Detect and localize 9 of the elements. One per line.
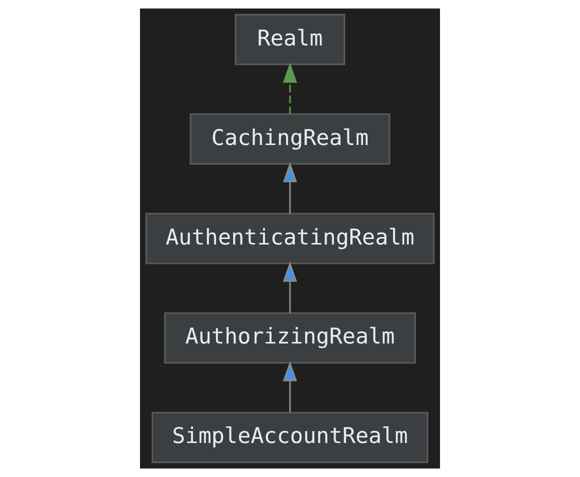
node-box: AuthorizingRealm <box>164 312 416 364</box>
arrow <box>282 62 298 114</box>
node-box: CachingRealm <box>190 113 390 165</box>
node-box: SimpleAccountRealm <box>152 412 428 464</box>
node-box: Realm <box>234 14 346 66</box>
arrow <box>282 360 298 413</box>
arrow <box>282 261 298 314</box>
node-box: AuthenticatingRealm <box>145 212 435 264</box>
arrow <box>282 162 298 214</box>
